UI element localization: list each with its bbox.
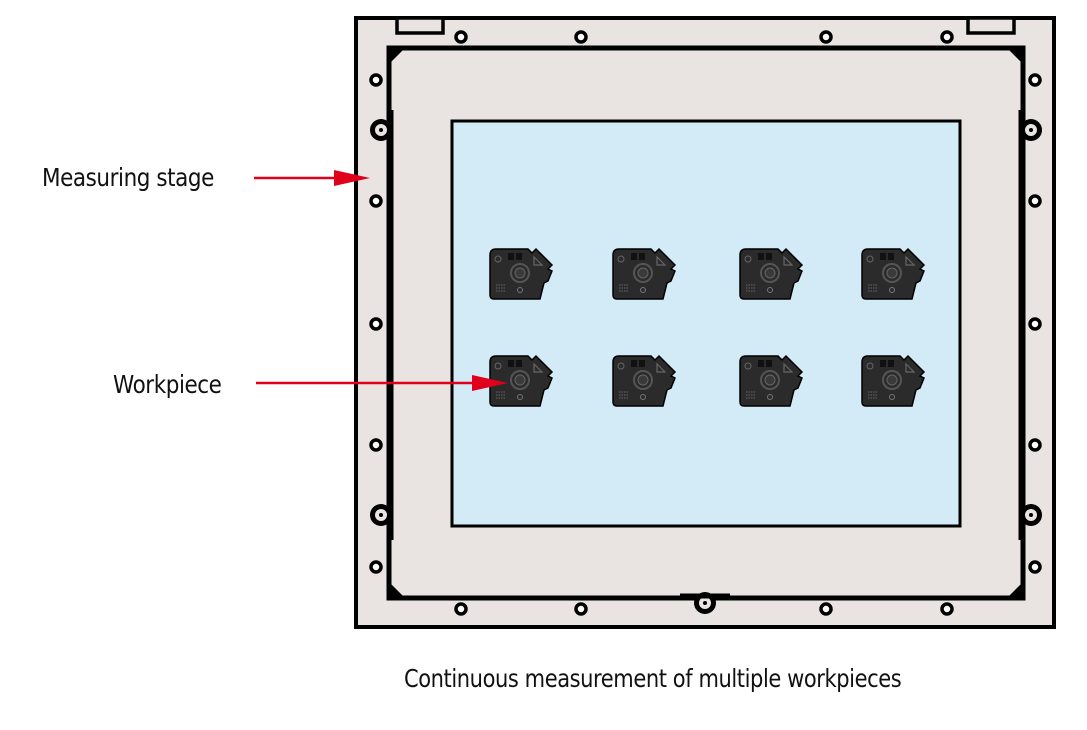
mounting-bolt-icon — [370, 504, 392, 526]
screw-hole-icon — [369, 438, 383, 452]
screw-hole-icon — [574, 30, 588, 44]
workpiece-icon — [612, 247, 677, 300]
screw-hole-icon — [1028, 317, 1042, 331]
mounting-bolt-icon — [1020, 119, 1042, 141]
screw-hole-icon — [1028, 194, 1042, 208]
screw-hole-icon — [819, 30, 833, 44]
workpiece-icon — [739, 247, 804, 300]
screw-hole-icon — [369, 73, 383, 87]
corner-triangle — [391, 584, 403, 596]
screw-hole-icon — [1028, 73, 1042, 87]
measuring-stage-arrow — [254, 170, 370, 186]
screw-hole-icon — [369, 317, 383, 331]
screw-hole-icon — [369, 194, 383, 208]
top-left-tab — [395, 16, 445, 35]
measuring-window — [450, 119, 962, 528]
workpiece-icon — [489, 354, 554, 407]
mounting-bolt-icon — [370, 119, 392, 141]
screw-hole-icon — [1028, 560, 1042, 574]
screw-hole-icon — [454, 602, 468, 616]
screw-hole-icon — [1028, 438, 1042, 452]
workpiece-arrow — [256, 375, 508, 391]
screw-hole-icon — [454, 30, 468, 44]
screw-hole-icon — [369, 560, 383, 574]
workpiece-icon — [861, 354, 926, 407]
screw-hole-icon — [819, 602, 833, 616]
workpiece-icon — [489, 247, 554, 300]
top-right-tab — [966, 16, 1016, 35]
mounting-bolt-icon — [1020, 504, 1042, 526]
screw-hole-icon — [574, 602, 588, 616]
corner-triangle — [1009, 584, 1021, 596]
screw-hole-icon — [940, 602, 954, 616]
diagram-caption: Continuous measurement of multiple workp… — [404, 664, 902, 693]
corner-triangle — [1009, 50, 1021, 62]
measuring-stage-label: Measuring stage — [42, 163, 214, 192]
screw-hole-icon — [940, 30, 954, 44]
workpiece-icon — [861, 247, 926, 300]
workpiece-icon — [612, 354, 677, 407]
corner-triangle — [391, 50, 403, 62]
workpiece-icon — [739, 354, 804, 407]
workpiece-label: Workpiece — [113, 370, 222, 399]
